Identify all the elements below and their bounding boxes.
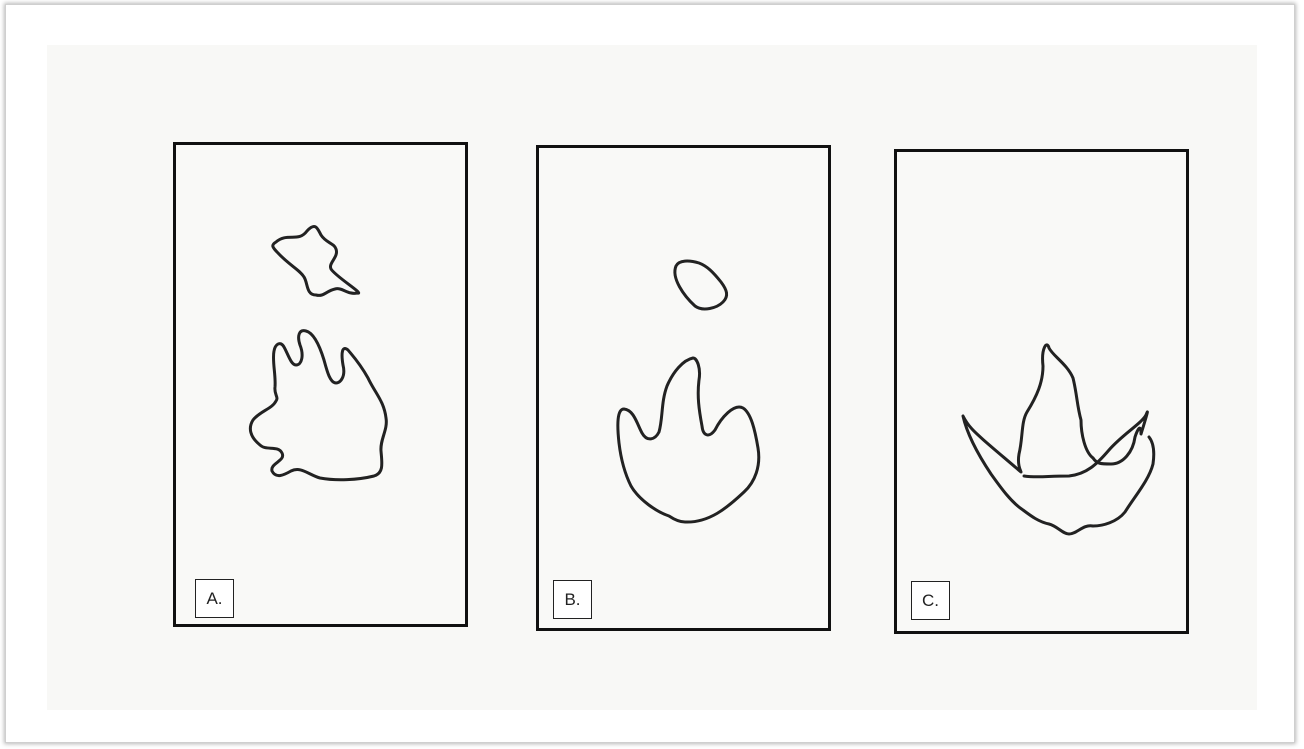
panel-b: B. <box>536 145 831 631</box>
panel-a-large-lobed-shape <box>250 331 386 480</box>
panel-a: A. <box>173 142 468 627</box>
panel-a-drawing <box>176 145 471 630</box>
panel-c-slender-three-toed-shape <box>963 345 1154 534</box>
panel-a-label: A. <box>195 579 234 618</box>
panel-a-small-lobed-shape <box>273 226 359 295</box>
panel-c: C. <box>894 149 1189 634</box>
panel-b-three-toed-shape <box>618 358 759 522</box>
panel-b-label: B. <box>553 580 592 619</box>
panel-b-drawing <box>539 148 834 634</box>
panel-c-drawing <box>897 152 1192 637</box>
panel-c-label: C. <box>911 581 950 620</box>
panel-b-oval-shape <box>675 261 727 309</box>
